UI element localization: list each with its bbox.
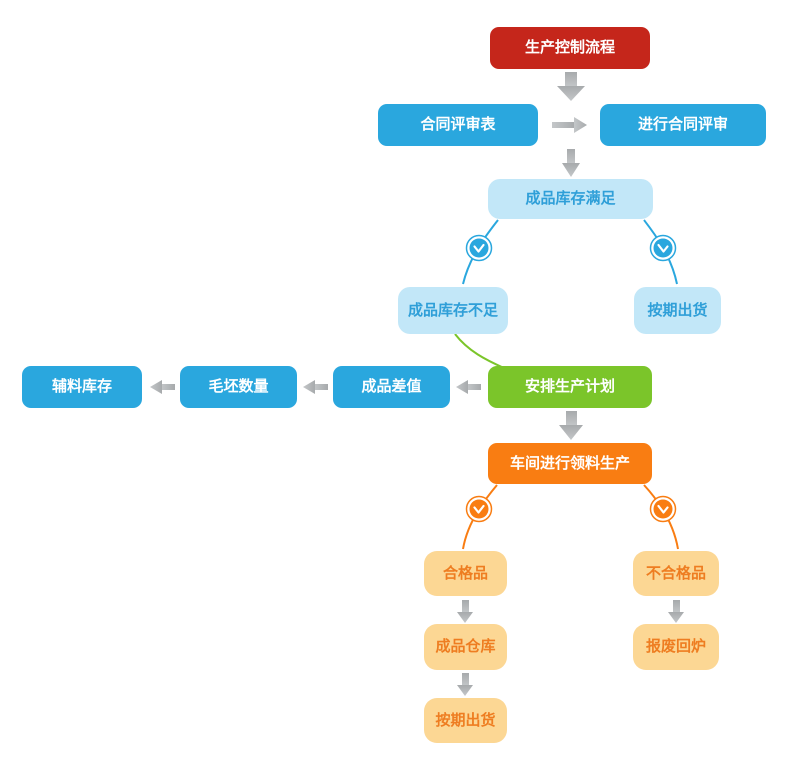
arrow-contract-right	[552, 117, 587, 133]
clock-icon	[649, 495, 677, 523]
arrow-qualified-down	[457, 600, 473, 623]
arrow-plan-down	[559, 411, 583, 440]
node-workshop: 车间进行领料生产	[488, 443, 652, 484]
node-contract-form: 合同评审表	[378, 104, 538, 146]
node-start: 生产控制流程	[490, 27, 650, 69]
node-stock-ok: 成品库存满足	[488, 179, 653, 219]
node-ship-on-time-1: 按期出货	[634, 287, 721, 334]
connector-unqualified	[643, 484, 679, 550]
node-plan: 安排生产计划	[488, 366, 652, 408]
arrow-warehouse-down	[457, 673, 473, 696]
node-ship-on-time-2: 按期出货	[424, 698, 507, 743]
clock-icon	[465, 495, 493, 523]
node-qualified: 合格品	[424, 551, 507, 596]
node-scrap: 报废回炉	[633, 624, 719, 670]
node-aux-stock: 辅料库存	[22, 366, 142, 408]
node-unqualified: 不合格品	[633, 551, 719, 596]
connector-qualified	[462, 484, 498, 550]
arrow-to-stock-ok-down	[562, 149, 580, 177]
node-product-diff: 成品差值	[333, 366, 450, 408]
arrow-unqualified-down	[668, 600, 684, 623]
connector-stock-short	[462, 219, 499, 285]
connector-green-to-plan	[454, 333, 505, 369]
node-warehouse: 成品仓库	[424, 624, 507, 670]
arrow-plan-to-diff-left	[456, 380, 481, 394]
node-contract-review: 进行合同评审	[600, 104, 766, 146]
node-stock-short: 成品库存不足	[398, 287, 508, 334]
clock-icon	[649, 234, 677, 262]
node-blank-qty: 毛坯数量	[180, 366, 297, 408]
arrow-blank-to-aux-left	[150, 380, 175, 394]
arrow-start-down	[557, 72, 585, 101]
clock-icon	[465, 234, 493, 262]
connector-ship1	[643, 219, 678, 285]
arrow-diff-to-blank-left	[303, 380, 328, 394]
